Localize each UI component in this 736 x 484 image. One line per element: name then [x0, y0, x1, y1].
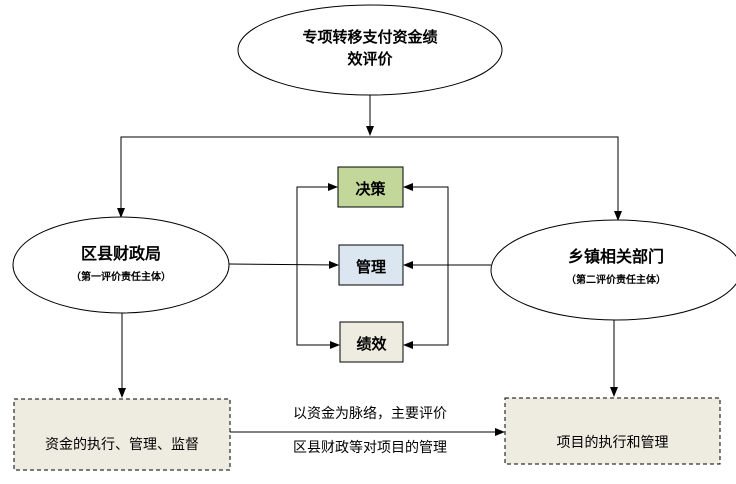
left-bracket-arrows [228, 183, 340, 349]
bottom-left-label: 资金的执行、管理、监督 [45, 437, 199, 453]
right-bracket-arrows [403, 183, 491, 349]
top-title-line1: 专项转移支付资金绩 [302, 28, 438, 46]
left-entity-title: 区县财政局 [80, 244, 161, 263]
left-entity-ellipse [12, 216, 230, 314]
performance-label: 绩效 [356, 335, 387, 353]
bottom-left-box [13, 398, 231, 471]
right-entity: 乡镇相关部门 （第二评价责任主体） [491, 243, 736, 286]
right-entity-ellipse [490, 219, 736, 321]
left-entity-subtitle: （第一评价责任主体） [71, 272, 171, 283]
left-entity: 区县财政局 （第一评价责任主体） [13, 240, 229, 283]
connector-label-line1: 以资金为脉络，主要评价 [293, 406, 447, 422]
top-title: 专项转移支付资金绩 效评价 [238, 26, 502, 70]
management-label: 管理 [355, 258, 386, 276]
bottom-right-box [504, 397, 721, 465]
split-line [120, 136, 619, 220]
connector-label-line2: 区县财政等对项目的管理 [293, 440, 447, 456]
management-box [338, 244, 404, 286]
right-entity-subtitle: （第二评价责任主体） [566, 275, 666, 286]
right-entity-title: 乡镇相关部门 [567, 247, 664, 266]
decision-box [337, 166, 404, 208]
top-title-line2: 效评价 [347, 50, 393, 68]
bottom-right-label: 项目的执行和管理 [556, 435, 669, 451]
decision-label: 决策 [355, 180, 386, 198]
